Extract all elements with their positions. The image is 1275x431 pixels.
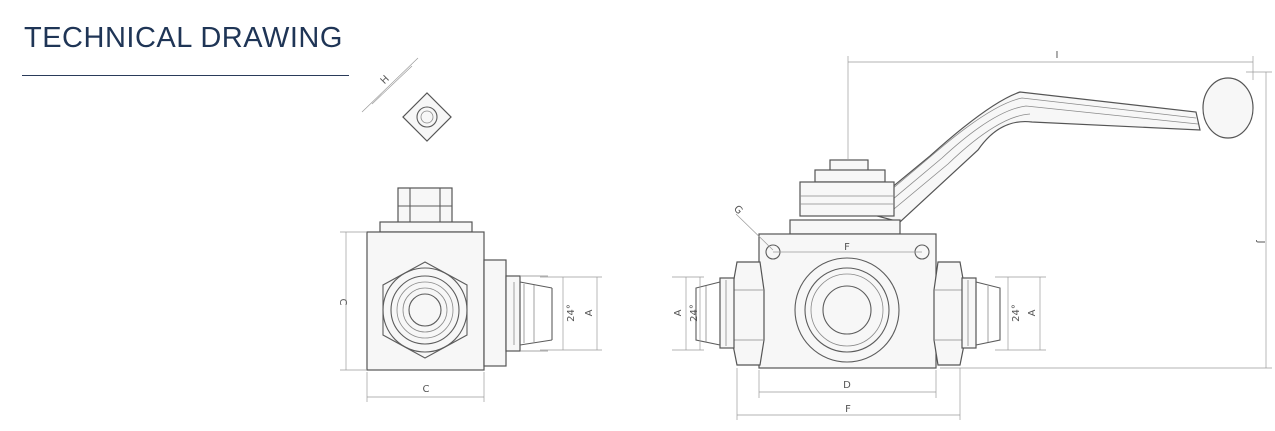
- dimension-label-a-right: A: [1027, 309, 1038, 316]
- side-view: C C 24° A: [337, 187, 602, 402]
- angle-label-left: 24°: [689, 304, 700, 322]
- dimension-label-i: I: [1056, 50, 1059, 61]
- dimension-label-g: G: [731, 204, 744, 217]
- dimension-label-f-top: F: [844, 242, 850, 253]
- angle-label-side: 24°: [566, 304, 577, 322]
- dimension-label-c-bottom: C: [423, 384, 430, 395]
- dimension-label-a-left: A: [673, 309, 684, 316]
- dimension-label-d: D: [843, 380, 851, 391]
- page-title: TECHNICAL DRAWING: [24, 22, 343, 54]
- dimension-label-j: J: [1255, 240, 1266, 244]
- top-square-view: H: [361, 57, 452, 142]
- dimension-label-c-side: C: [337, 299, 348, 306]
- dimension-label-a-side: A: [584, 309, 595, 316]
- title-underline: [22, 75, 349, 76]
- dimension-label-f-bottom: F: [845, 404, 851, 415]
- front-view: I J G F D F A 24° 24° A: [672, 50, 1272, 420]
- angle-label-right: 24°: [1011, 304, 1022, 322]
